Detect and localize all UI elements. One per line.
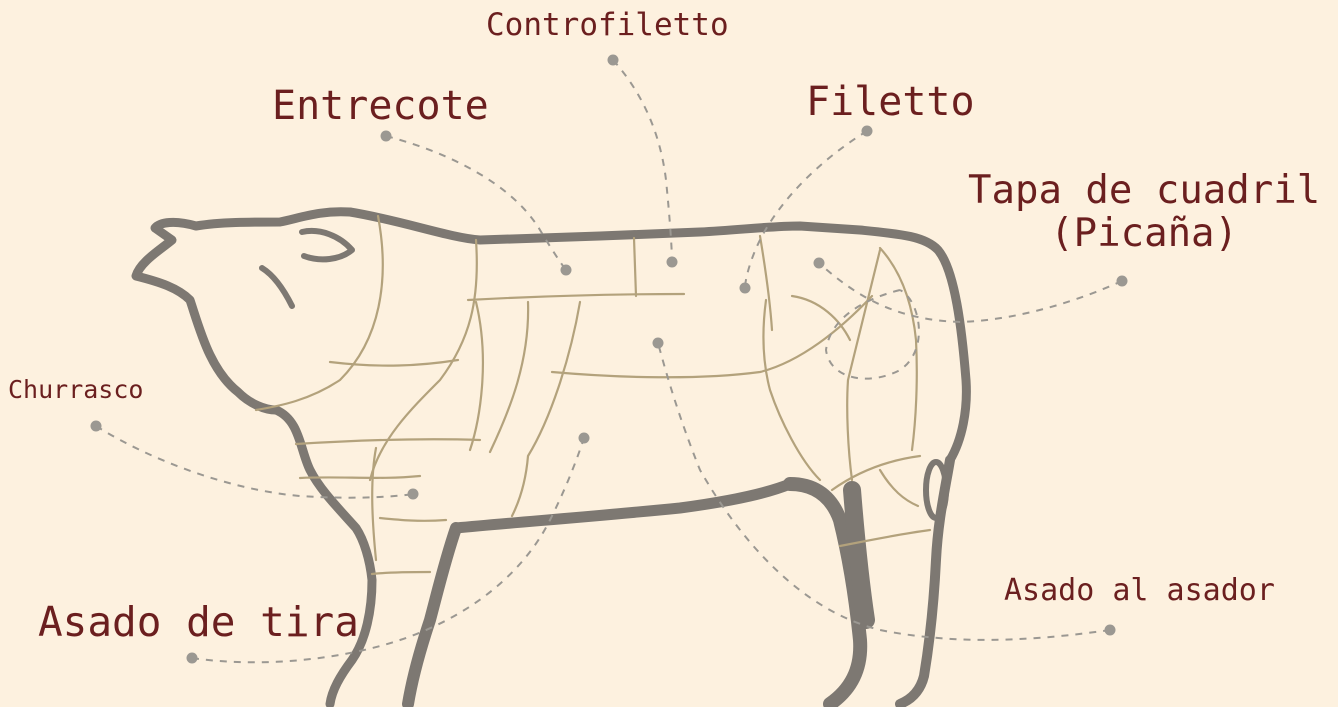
dot-entrecote-label (381, 131, 392, 142)
dot-entrecote-cut (561, 265, 572, 276)
leader-churrasco (96, 426, 413, 498)
label-controfiletto: Controfiletto (486, 8, 729, 42)
dot-controfiletto-label (608, 55, 619, 66)
label-tapa-line2: (Picaña) (968, 213, 1320, 256)
label-asado-de-tira: Asado de tira (38, 600, 359, 645)
dot-tapa-cut (814, 258, 825, 269)
marker-dots (91, 55, 1128, 664)
dot-asado-asador-cut (653, 338, 664, 349)
leader-filetto (745, 131, 867, 288)
label-asado-al-asador: Asado al asador (1004, 574, 1275, 607)
label-tapa-line1: Tapa de cuadril (968, 170, 1320, 213)
label-churrasco: Churrasco (8, 376, 143, 404)
dot-churrasco-cut (408, 489, 419, 500)
dot-churrasco-label (91, 421, 102, 432)
dot-asado-tira-label (187, 653, 198, 664)
dot-asado-tira-cut (579, 433, 590, 444)
label-tapa-de-cuadril: Tapa de cuadril (Picaña) (968, 170, 1320, 256)
dot-filetto-label (862, 126, 873, 137)
dot-filetto-cut (740, 283, 751, 294)
dot-tapa-label (1117, 276, 1128, 287)
dot-controfiletto-cut (667, 257, 678, 268)
leader-tapa-loop (826, 290, 919, 379)
label-filetto: Filetto (806, 80, 975, 124)
dot-asado-asador-label (1105, 625, 1116, 636)
label-entrecote: Entrecote (272, 84, 489, 128)
